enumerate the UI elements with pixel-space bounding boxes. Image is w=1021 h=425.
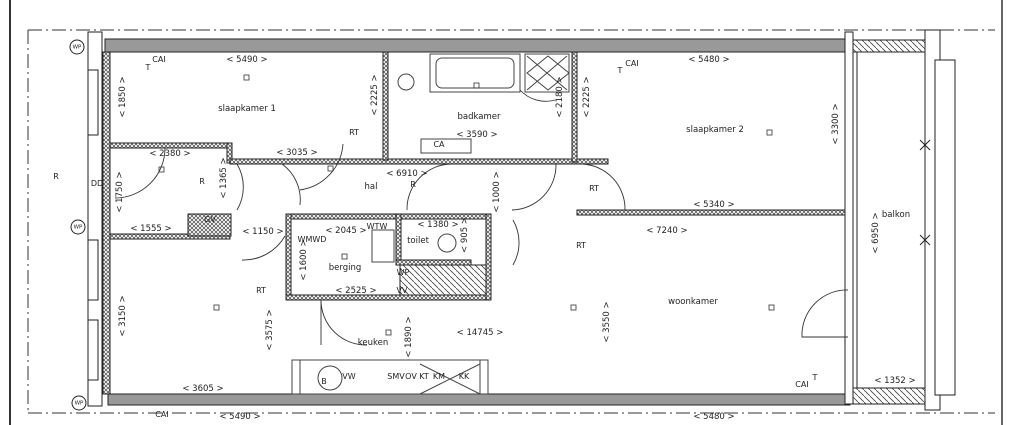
dimension-label: < 3300 > [830, 103, 841, 145]
kk-label: KK [458, 372, 470, 381]
thermostat-label: RT [256, 286, 266, 295]
left-facade [87, 31, 111, 407]
balcony [844, 29, 956, 411]
smv-label: SMV [387, 372, 405, 381]
dimension-label: < 1750 > [114, 171, 125, 213]
dimension-label: < 5480 > [693, 411, 735, 422]
room-label-hal: hal [364, 181, 378, 192]
smoke-detector-label: R [53, 172, 59, 181]
dimension-label: < 5490 > [226, 54, 268, 65]
dimension-label: < 1890 > [403, 316, 414, 358]
wp-circle-symbol: WP [69, 39, 85, 55]
wp-circle-symbol: WP [70, 219, 86, 235]
room-label-woonkamer: woonkamer [668, 296, 718, 307]
dimension-label: < 2045 > [325, 225, 367, 236]
dimension-label: < 1150 > [242, 226, 284, 237]
room-label-badkamer: badkamer [457, 111, 501, 122]
dimension-label: < 3590 > [456, 129, 498, 140]
heat-recovery-unit-label: WTW [366, 222, 388, 231]
door-swings [114, 89, 849, 346]
heat-pump-label: WP [396, 268, 410, 277]
interior-walls [109, 51, 849, 301]
dimension-label: < 7240 > [646, 225, 688, 236]
dimension-label: < 1850 > [117, 76, 128, 118]
kitchen-counter [291, 359, 489, 395]
dimension-label: < 3575 > [264, 309, 275, 351]
telephone-outlet-label: T [812, 373, 818, 382]
grid-lines [27, 29, 995, 414]
bathroom-fixtures [371, 53, 570, 263]
vv-label: VV [396, 286, 408, 295]
dimension-label: < 2225 > [581, 76, 592, 118]
wp-circle-symbol: WP [71, 395, 87, 411]
dimension-label: < 1600 > [298, 239, 309, 281]
oven-label: OV [405, 372, 417, 381]
cai-outlet-label: CAI [625, 59, 639, 68]
dimension-label: < 1365 > [218, 157, 229, 199]
dimension-label: < 1352 > [874, 375, 916, 386]
room-label-balkon: balkon [881, 209, 911, 220]
dimension-label: < 6910 > [386, 168, 428, 179]
room-label-toilet: toilet [407, 235, 429, 246]
cai-outlet-label: CAI [152, 55, 166, 64]
dimension-label: < 905 > [459, 217, 470, 253]
smoke-detector-label: R [199, 177, 205, 186]
smoke-detector-label: R [410, 180, 416, 189]
sink-label: B [321, 377, 327, 386]
cai-outlet-label: CAI [795, 380, 809, 389]
dimension-label: < 3150 > [117, 295, 128, 337]
telephone-outlet-label: T [145, 63, 151, 72]
room-label-slaapkamer-1: slaapkamer 1 [218, 103, 276, 114]
telephone-outlet-label: T [617, 66, 623, 75]
dimension-label: < 2180 > [554, 76, 565, 118]
light-points [158, 74, 775, 336]
ca-label: CA [433, 140, 445, 149]
room-label-berging: berging [328, 262, 362, 273]
dimension-label: < 5340 > [693, 199, 735, 210]
dishwasher-label: VW [342, 372, 356, 381]
bottom-wall [107, 393, 851, 406]
washer-dryer-label: WMWD [297, 235, 327, 244]
dimension-label: < 1380 > [417, 219, 459, 230]
dimension-label: < 2225 > [369, 74, 380, 116]
thermostat-label: RT [576, 241, 586, 250]
dimension-label: < 5480 > [688, 54, 730, 65]
dimension-label: < 14745 > [456, 327, 504, 338]
dimension-label: < 5490 > [219, 411, 261, 422]
room-label-slaapkamer-2: slaapkamer 2 [686, 124, 744, 135]
thermostat-label: RT [589, 184, 599, 193]
km-label: KM [432, 372, 446, 381]
kt-label: KT [419, 372, 429, 381]
dimension-label: < 3605 > [182, 383, 224, 394]
dimension-label: < 2380 > [149, 148, 191, 159]
cai-outlet-label: CAI [155, 410, 169, 419]
dimension-label: < 1555 > [130, 223, 172, 234]
dimension-label: < 1000 > [491, 171, 502, 213]
top-wall [104, 38, 846, 53]
thermostat-label: RT [349, 128, 359, 137]
dimension-label: < 3035 > [276, 147, 318, 158]
dimension-label: < 6950 > [870, 212, 881, 254]
dimension-label: < 3550 > [601, 301, 612, 343]
room-label-keuken: keuken [357, 337, 389, 348]
door-opener-label: DD [90, 179, 104, 188]
meter-cupboard-label: GV [204, 215, 216, 224]
dimension-label: < 2525 > [335, 285, 377, 296]
